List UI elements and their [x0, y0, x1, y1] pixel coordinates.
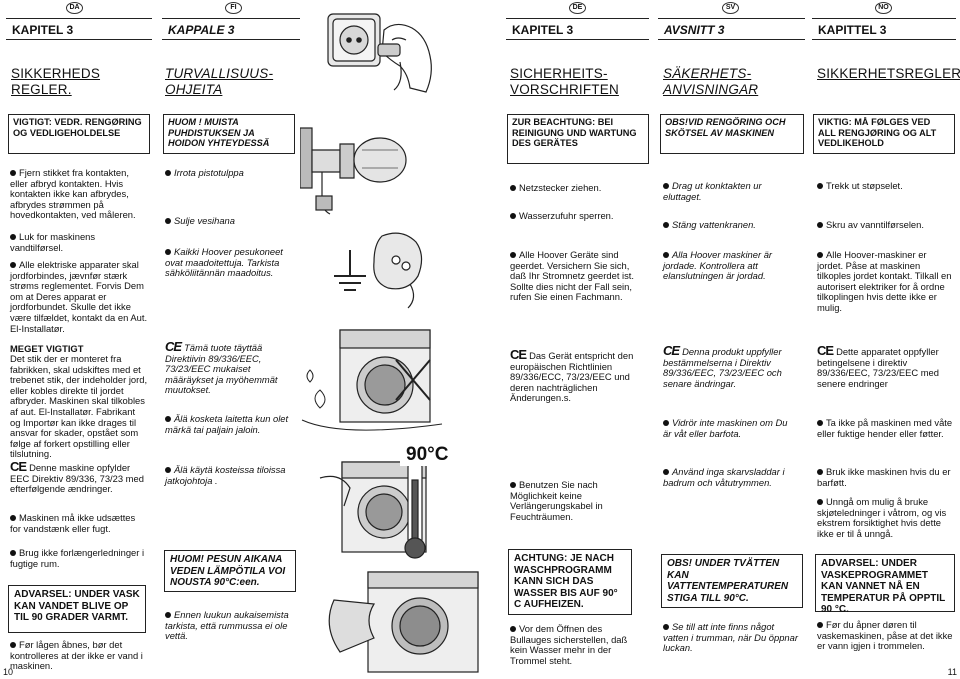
da-very-important-text: Det stik der er monteret fra fabrikken, …: [10, 353, 148, 460]
title-de: SICHERHEITS-VORSCHRIFTEN: [510, 66, 619, 97]
notice-box-sv: OBS!VID RENGÖRING OCH SKÖTSEL AV MASKINE…: [660, 114, 804, 154]
earth-ground-icon: [334, 250, 366, 291]
chapter-header-fi: KAPPALE 3: [162, 18, 300, 40]
fi-ce-statement: Tämä tuote täyttää Direktiivin 89/336/EE…: [165, 342, 278, 396]
no-bullet-door: Før du åpner døren til vaskemaskinen, på…: [817, 619, 955, 652]
de-bullet-extension: Benutzen Sie nach Möglichkeit keine Verl…: [510, 479, 638, 522]
sv-bullet-unplug: Drag ut konktakten ur eluttaget.: [663, 180, 798, 202]
hand-plug-icon: [377, 23, 432, 93]
temperature-label: 90°C: [406, 444, 449, 465]
da-bullet-splash: Maskinen må ikke udsættes for vandstænk …: [10, 512, 148, 534]
chapter-header-de: KAPITEL 3: [506, 18, 649, 40]
sv-ce-statement: Denna produkt uppfyller bestämmelserna i…: [663, 346, 782, 389]
chapter-header-no: KAPITTEL 3: [812, 18, 956, 40]
ce-mark-icon: CE: [10, 459, 27, 474]
notice-box-no: VIKTIG: MÅ FØLGES VED ALL RENGJØRING OG …: [813, 114, 955, 154]
illustration-strip: 90°C: [300, 13, 479, 673]
de-bullet-unplug: Netzstecker ziehen.: [510, 182, 648, 194]
fi-bullet-water: Sulje vesihana: [165, 215, 295, 227]
no-bullet-barefoot: Bruk ikke maskinen hvis du er barføtt.: [817, 466, 955, 488]
chapter-header-da: KAPITEL 3: [6, 18, 152, 40]
water-tap-icon: [300, 127, 407, 215]
no-ce-statement: Dette apparatet oppfyller betingelsene i…: [817, 346, 939, 389]
sv-bullet-door: Se till att inte finns något vatten i tr…: [663, 621, 801, 654]
no-bullet-wet: Ta ikke på maskinen med våte eller fukti…: [817, 417, 955, 439]
fi-bullet-unplug: Irrota pistotulppa: [165, 167, 295, 179]
fi-bullet-door: Ennen luukun aukaisemista tarkista, että…: [165, 609, 295, 642]
title-da: SIKKERHEDS REGLER.: [11, 66, 101, 97]
fi-bullet-wet: Älä kosketa laitetta kun olet märkä tai …: [165, 413, 297, 435]
washing-machine-icon: [339, 329, 431, 423]
sv-bullet-water: Stäng vattenkranen.: [663, 219, 798, 231]
ce-mark-icon: CE: [510, 347, 527, 362]
title-sv: SÄKERHETS-ANVISNINGAR: [663, 66, 759, 97]
language-tag-sv: SV: [722, 2, 739, 14]
da-ce-statement: Denne maskine opfylder EEC Direktiv 89/3…: [10, 462, 144, 495]
thermometer-icon: [404, 459, 426, 559]
no-bullet-unplug: Trekk ut støpselet.: [817, 180, 955, 192]
fi-warning-box: HUOM! PESUN AIKANA VEDEN LÄMPÖTILA VOI N…: [164, 550, 296, 592]
sv-bullet-wet: Vidrör inte maskinen om Du är våt eller …: [663, 417, 798, 439]
language-tag-de: DE: [569, 2, 586, 14]
da-warning-box: ADVARSEL: UNDER VASK KAN VANDET BLIVE OP…: [8, 585, 146, 633]
page-number-right: 11: [947, 667, 957, 677]
de-warning-box: ACHTUNG: JE NACH WASCHPROGRAMM KANN SICH…: [508, 549, 632, 615]
sv-bullet-earth: Alla Hoover maskiner är jordade. Kontrol…: [663, 249, 798, 282]
page-number-left: 10: [3, 667, 14, 677]
da-bullet-water: Luk for maskinens vandtilførsel.: [10, 231, 148, 253]
de-bullet-door: Vor dem Öffnen des Bullauges sicherstell…: [510, 623, 638, 666]
de-bullet-water: Wasserzufuhr sperren.: [510, 210, 648, 222]
da-very-important-title: MEGET VIGTIGT: [10, 343, 84, 354]
da-bullet-unplug: Fjern stikket fra kontakten, eller afbry…: [10, 167, 148, 221]
water-splash-icon: [301, 359, 443, 431]
chapter-header-sv: AVSNITT 3: [658, 18, 805, 40]
da-bullet-extension: Brug ikke forlængerledninger i fugtige r…: [10, 547, 148, 569]
notice-box-fi: HUOM ! MUISTA PUHDISTUKSEN JA HOIDON YHT…: [163, 114, 295, 154]
notice-box-de: ZUR BEACHTUNG: BEI REINIGUNG UND WARTUNG…: [507, 114, 649, 164]
de-ce-statement: Das Gerät entspricht den europäischen Ri…: [510, 350, 634, 404]
ce-mark-icon: CE: [663, 343, 680, 358]
language-tag-no: NO: [875, 2, 892, 14]
washing-machine-open-door-icon: [328, 571, 479, 673]
ce-mark-icon: CE: [165, 339, 182, 354]
schuko-plug-icon: [373, 232, 423, 309]
language-tag-da: DA: [66, 2, 83, 14]
fi-bullet-extension: Älä käytä kosteissa tiloissa jatkojohtoj…: [165, 464, 295, 486]
wall-socket-icon: [327, 13, 381, 67]
sv-warning-box: OBS! UNDER TVÄTTEN KAN VATTENTEMPERATURE…: [661, 554, 803, 608]
da-bullet-door: Før lågen åbnes, bør det kontrolleres at…: [10, 639, 148, 672]
notice-box-da: VIGTIGT: VEDR. RENGØRING OG VEDLIGEHOLDE…: [8, 114, 150, 154]
fi-bullet-earth: Kaikki Hoover pesukoneet ovat maadoitett…: [165, 246, 295, 279]
no-bullet-earth: Alle Hoover-maskiner er jordet. Påse at …: [817, 249, 955, 314]
ce-mark-icon: CE: [817, 343, 834, 358]
da-bullet-earth: Alle elektriske apparater skal jordforbi…: [10, 259, 148, 334]
language-tag-fi: FI: [225, 2, 242, 14]
sv-bullet-extension: Använd inga skarvsladdar i badrum och vå…: [663, 466, 803, 488]
no-warning-box: ADVARSEL: UNDER VASKEPROGRAMMET KAN VANN…: [815, 554, 955, 615]
no-bullet-water: Skru av vanntilførselen.: [817, 219, 955, 231]
no-bullet-extension: Unngå om mulig å bruke skjøteledninger i…: [817, 496, 955, 539]
title-no: SIKKERHETSREGLER: [817, 66, 960, 81]
title-fi: TURVALLISUUS-OHJEITA: [165, 66, 274, 97]
de-bullet-earth: Alle Hoover Geräte sind geerdet. Versich…: [510, 249, 638, 303]
